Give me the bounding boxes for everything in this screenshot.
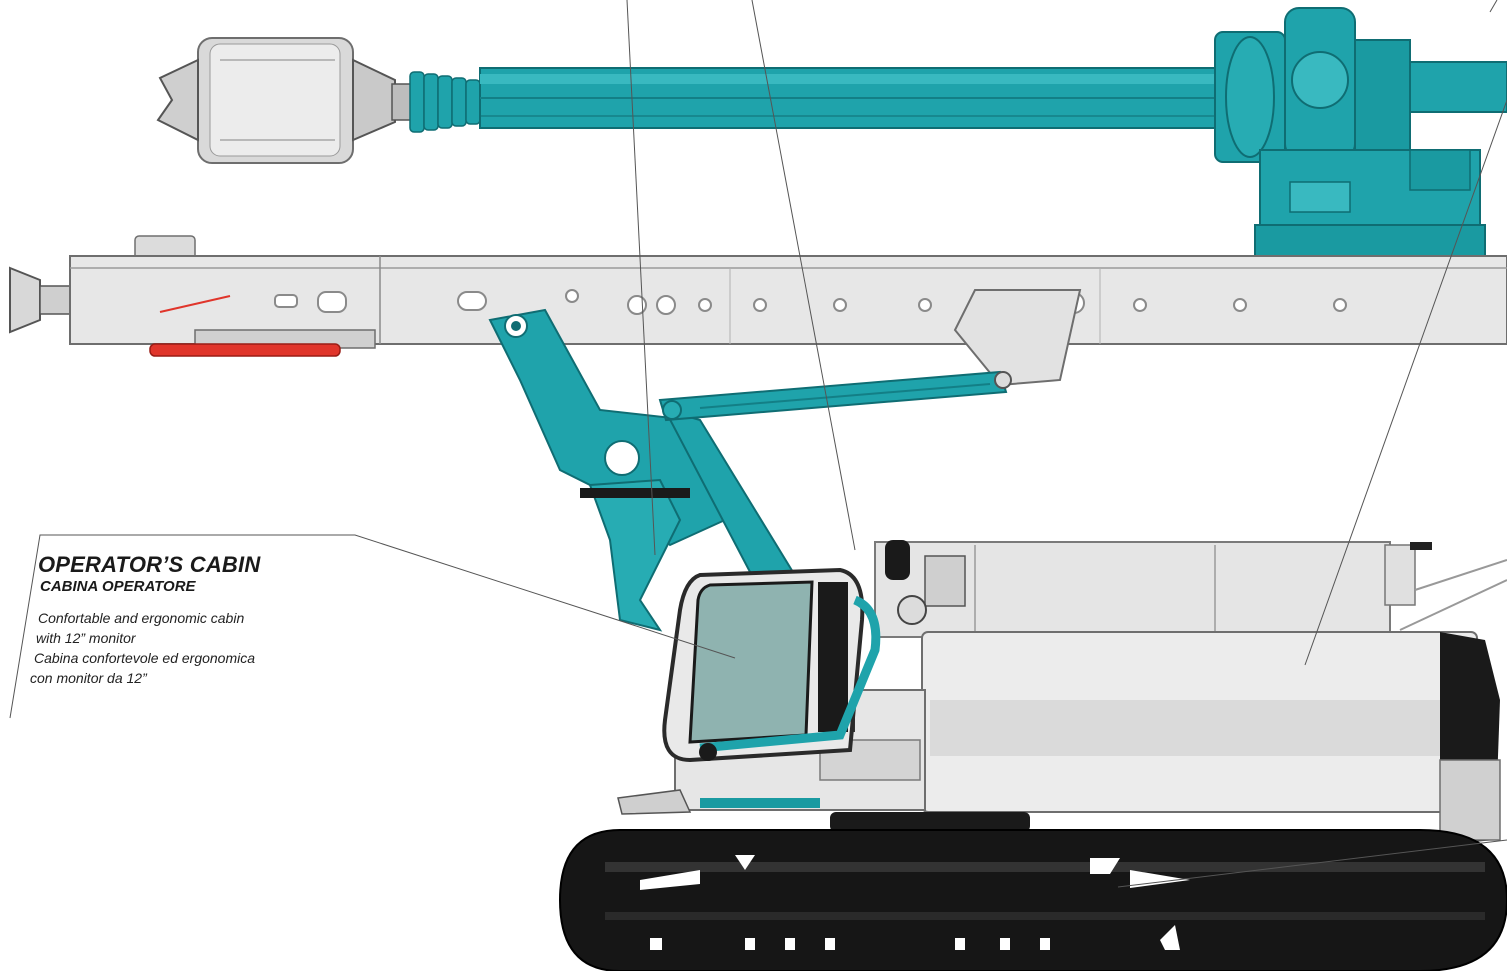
callout-description: Confortable and ergonomic cabin with 12”… [30, 608, 390, 688]
callout-description-line: Cabina confortevole ed ergonomica [34, 650, 256, 666]
mast [9, 235, 1507, 387]
callout-title-it: CABINA OPERATORE [40, 578, 196, 595]
operator-cabin-callout: OPERATOR’S CABIN CABINA OPERATORE Confor… [30, 552, 390, 688]
crawler-track [558, 829, 1507, 971]
callout-description-line: Confortable and ergonomic cabin [38, 610, 245, 626]
callout-description-line: con monitor da 12” [30, 670, 147, 686]
operator-cabin [662, 567, 881, 763]
callout-title-en: OPERATOR’S CABIN [38, 552, 261, 577]
callout-description-line: with 12” monitor [36, 630, 136, 646]
slewing-ring [830, 812, 1030, 832]
rotary-head [1214, 7, 1486, 276]
leader-lines [9, 0, 1507, 888]
casing-tool [156, 37, 413, 164]
